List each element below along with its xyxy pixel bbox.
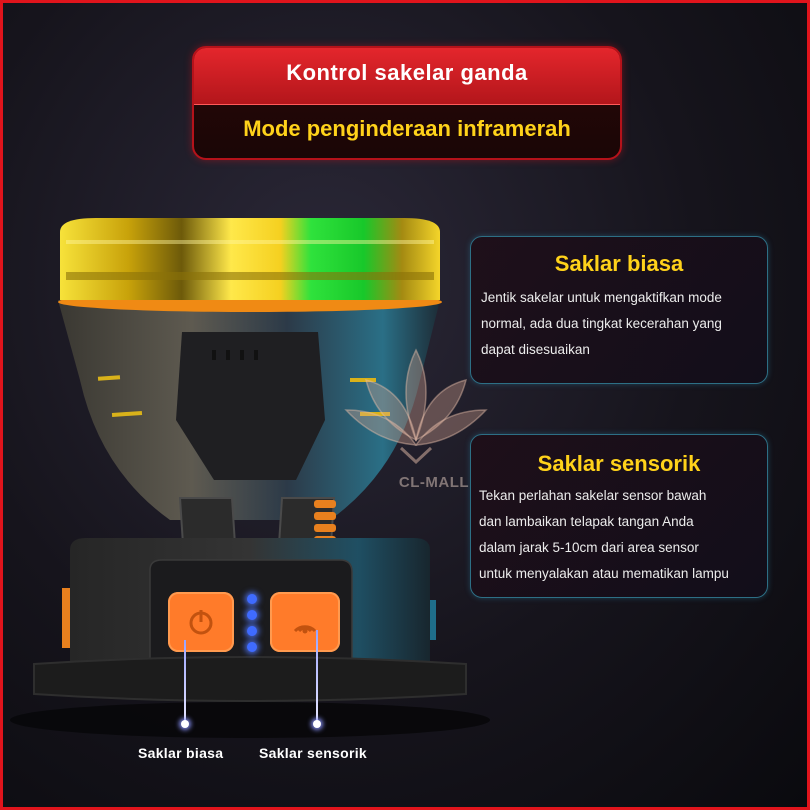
- card-line: untuk menyalakan atau mematikan lampu: [479, 566, 729, 581]
- info-card-normal-switch: Saklar biasa Jentik sakelar untuk mengak…: [470, 236, 768, 384]
- power-icon: [189, 610, 213, 635]
- wave-sensor-icon: [293, 625, 317, 634]
- info-card-sensor-switch: Saklar sensorik Tekan perlahan sakelar s…: [470, 434, 768, 598]
- card-title: Saklar biasa: [554, 251, 684, 276]
- led-indicator: [247, 642, 257, 652]
- sensor-switch-button[interactable]: [270, 592, 340, 652]
- watermark-text: CL-MALL: [398, 474, 470, 491]
- brand-watermark: CL-MALL: [336, 330, 496, 500]
- card-line: dalam jarak 5-10cm dari area sensor: [479, 540, 699, 555]
- leader-line-sensor: [316, 630, 318, 724]
- card-line: dapat disesuaikan: [481, 342, 590, 357]
- card-line: normal, ada dua tingkat kecerahan yang: [481, 316, 722, 331]
- banner-subtitle: Mode penginderaan inframerah: [243, 116, 571, 141]
- card-line: Tekan perlahan sakelar sensor bawah: [479, 488, 707, 503]
- card-line: dan lambaikan telapak tangan Anda: [479, 514, 694, 529]
- leader-dot-sensor: [313, 720, 321, 728]
- banner-title: Kontrol sakelar ganda: [286, 60, 528, 85]
- card-description: Tekan perlahan sakelar sensor bawah dan …: [479, 483, 767, 587]
- led-indicator: [247, 626, 257, 636]
- card-line: Jentik sakelar untuk mengaktifkan mode: [481, 290, 722, 305]
- leader-line-normal: [184, 640, 186, 724]
- lotus-logo-icon: [344, 348, 488, 465]
- card-title: Saklar sensorik: [537, 451, 701, 476]
- led-indicator: [247, 594, 257, 604]
- led-indicator: [247, 610, 257, 620]
- normal-switch-label: Saklar biasa: [138, 745, 224, 761]
- leader-dot-normal: [181, 720, 189, 728]
- card-description: Jentik sakelar untuk mengaktifkan mode n…: [481, 285, 765, 363]
- header-banner: Kontrol sakelar ganda Mode penginderaan …: [192, 46, 622, 160]
- sensor-switch-label: Saklar sensorik: [259, 745, 368, 761]
- banner-top-band: [194, 48, 620, 105]
- normal-switch-button[interactable]: [168, 592, 234, 652]
